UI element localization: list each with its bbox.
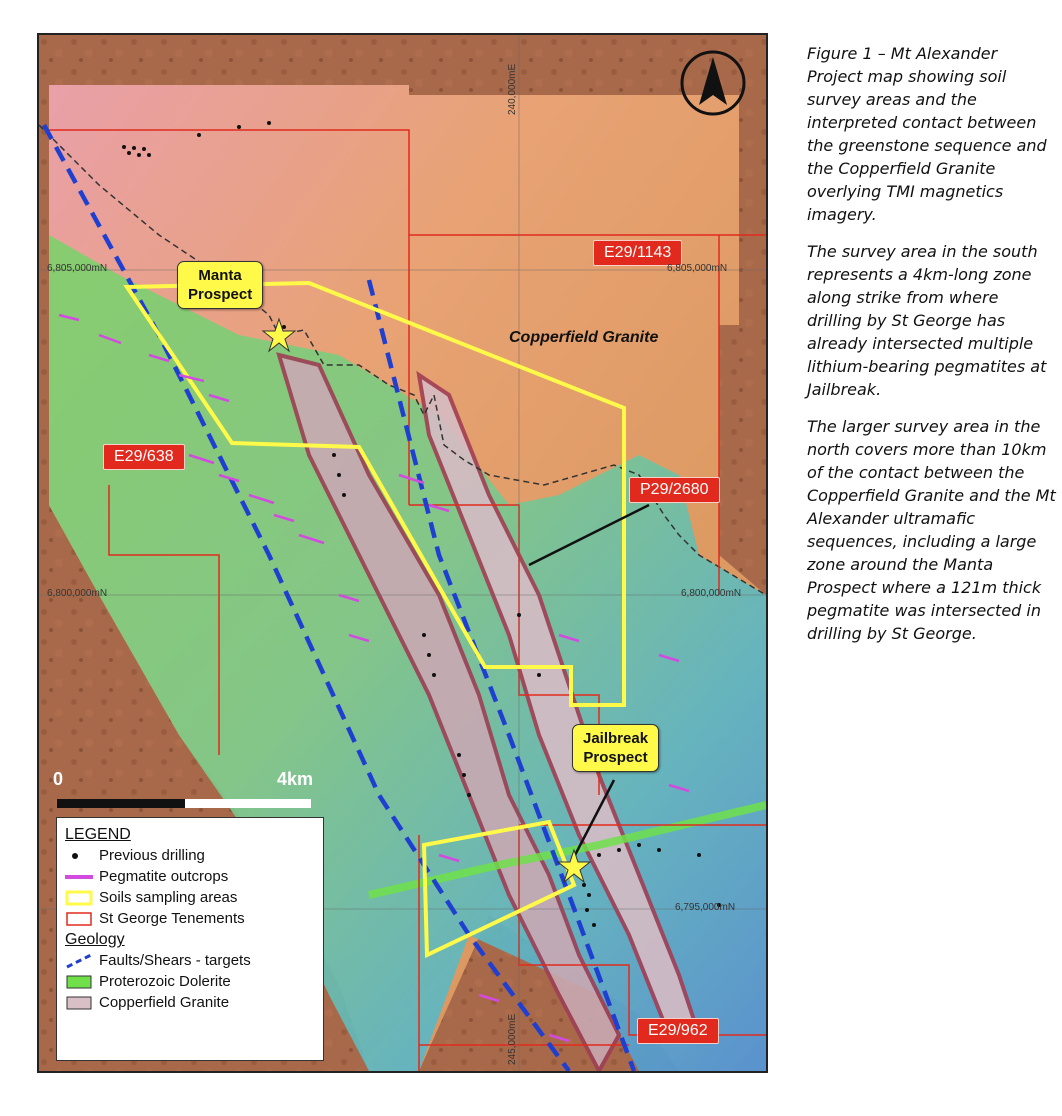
- grid-label-6805000mn: 6,805,000mN: [47, 263, 108, 274]
- north-arrow-icon: [680, 50, 746, 116]
- scale-bar-black: [57, 799, 185, 808]
- jailbreak-star-icon: [556, 848, 592, 884]
- legend-item-tenements: St George Tenements: [65, 908, 315, 929]
- p29-2680-pointer: [528, 503, 650, 567]
- tenement-label-e29-638: E29/638: [103, 444, 185, 470]
- legend-item-pegmatite: Pegmatite outcrops: [65, 866, 315, 887]
- pegmatite-line-icon: [65, 874, 93, 879]
- grid-label-6795000mn: 6,795,000mN: [675, 902, 736, 913]
- granite-ridge-west: [276, 352, 622, 1071]
- fault-dash-icon: [66, 953, 92, 968]
- map-imagery: [39, 35, 766, 1071]
- legend-item-dolerite: Proterozoic Dolerite: [65, 971, 315, 992]
- project-map: E29/1143 E29/638 P29/2680 E29/962 Manta …: [37, 33, 768, 1073]
- figure-caption: Figure 1 – Mt Alexander Project map show…: [807, 42, 1057, 659]
- tenement-label-p29-2680: P29/2680: [629, 477, 720, 503]
- legend-item-drilling: Previous drilling: [65, 845, 315, 866]
- scale-bar-white: [185, 799, 311, 808]
- jailbreak-pointer: [572, 779, 616, 858]
- grid-label-240000me: 240,000mE: [507, 63, 518, 115]
- tenement-label-e29-962: E29/962: [637, 1018, 719, 1044]
- legend-item-granite: Copperfield Granite: [65, 992, 315, 1013]
- scale-end-label: 4km: [277, 769, 314, 789]
- legend-title: LEGEND: [65, 826, 131, 843]
- legend-geology-title: Geology: [65, 931, 125, 948]
- manta-prospect-label: Manta Prospect: [177, 261, 264, 309]
- map-legend: LEGEND Previous drilling Pegmatite outcr…: [56, 817, 324, 1061]
- soils-sampling-areas: [123, 280, 626, 959]
- grid-label-6805000mn-east: 6,805,000mN: [667, 263, 728, 274]
- legend-item-faults: Faults/Shears - targets: [65, 950, 315, 971]
- drilling-dot-icon: [72, 852, 78, 859]
- caption-paragraph-1: Figure 1 – Mt Alexander Project map show…: [807, 44, 1047, 224]
- pegmatite-outcrops: [58, 313, 690, 1043]
- legend-item-soils: Soils sampling areas: [65, 887, 315, 908]
- caption-paragraph-3: The larger survey area in the north cove…: [807, 417, 1056, 643]
- granite-swatch-icon: [66, 996, 92, 1009]
- jailbreak-prospect-label: Jailbreak Prospect: [572, 724, 660, 772]
- scale-start-label: 0: [53, 769, 64, 789]
- tenement-box-icon: [66, 911, 92, 926]
- grid-label-6800000mn: 6,800,000mN: [47, 588, 108, 599]
- copperfield-granite-label: Copperfield Granite: [509, 329, 659, 346]
- dolerite-swatch-icon: [66, 975, 92, 988]
- caption-paragraph-2: The survey area in the south represents …: [807, 242, 1047, 399]
- fault-shear-lines: [42, 123, 637, 1071]
- grid-label-6800000mn-east: 6,800,000mN: [681, 588, 742, 599]
- tenement-label-e29-1143: E29/1143: [593, 240, 683, 266]
- soils-area-icon: [65, 890, 93, 905]
- manta-star-icon: [261, 317, 297, 353]
- grid-label-245000me: 245,000mE: [507, 1013, 518, 1065]
